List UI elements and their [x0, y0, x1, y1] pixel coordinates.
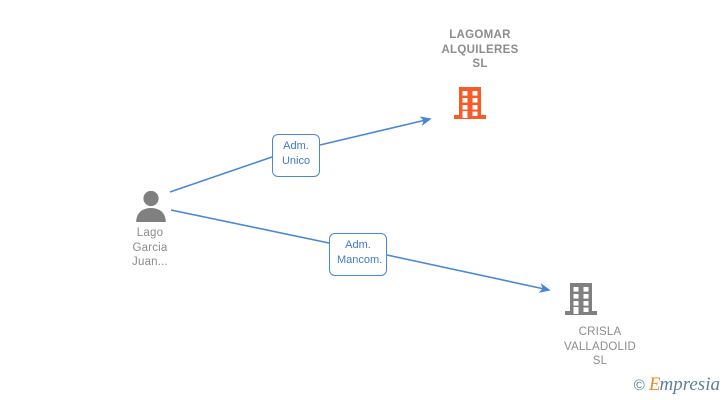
brand-initial: E [648, 374, 661, 395]
empresia-watermark: © Empresia [634, 375, 720, 395]
person-icon[interactable] [132, 188, 170, 224]
edge-line-persona-lagomar-a [169, 156, 273, 193]
edge-line-persona-crisla-a [170, 209, 330, 244]
node-persona-icon-wrap[interactable] [132, 188, 170, 224]
edge-label-adm-unico[interactable]: Adm. Unico [272, 134, 320, 177]
node-lagomar-label: LAGOMAR ALQUILERES SL [441, 29, 519, 70]
brand-remainder: mpresia [659, 374, 720, 395]
brand-name: Empresia [649, 375, 720, 395]
building-icon[interactable] [450, 84, 490, 124]
node-persona[interactable]: Lago Garcia Juan... [105, 226, 195, 270]
node-lagomar[interactable]: LAGOMAR ALQUILERES SL [405, 28, 555, 72]
node-crisla[interactable]: CRISLA VALLADOLID SL [525, 325, 675, 369]
node-crisla-label: CRISLA VALLADOLID SL [563, 326, 637, 367]
building-icon[interactable] [561, 280, 601, 320]
node-lagomar-icon-wrap[interactable] [450, 84, 490, 124]
copyright-icon: © [633, 376, 645, 394]
node-persona-label: Lago Garcia Juan... [132, 227, 168, 268]
edge-line-persona-crisla-b [386, 254, 551, 293]
node-crisla-icon-wrap[interactable] [561, 280, 601, 320]
edge-line-persona-lagomar-b [319, 116, 432, 146]
edge-label-adm-mancom[interactable]: Adm. Mancom. [329, 233, 387, 276]
